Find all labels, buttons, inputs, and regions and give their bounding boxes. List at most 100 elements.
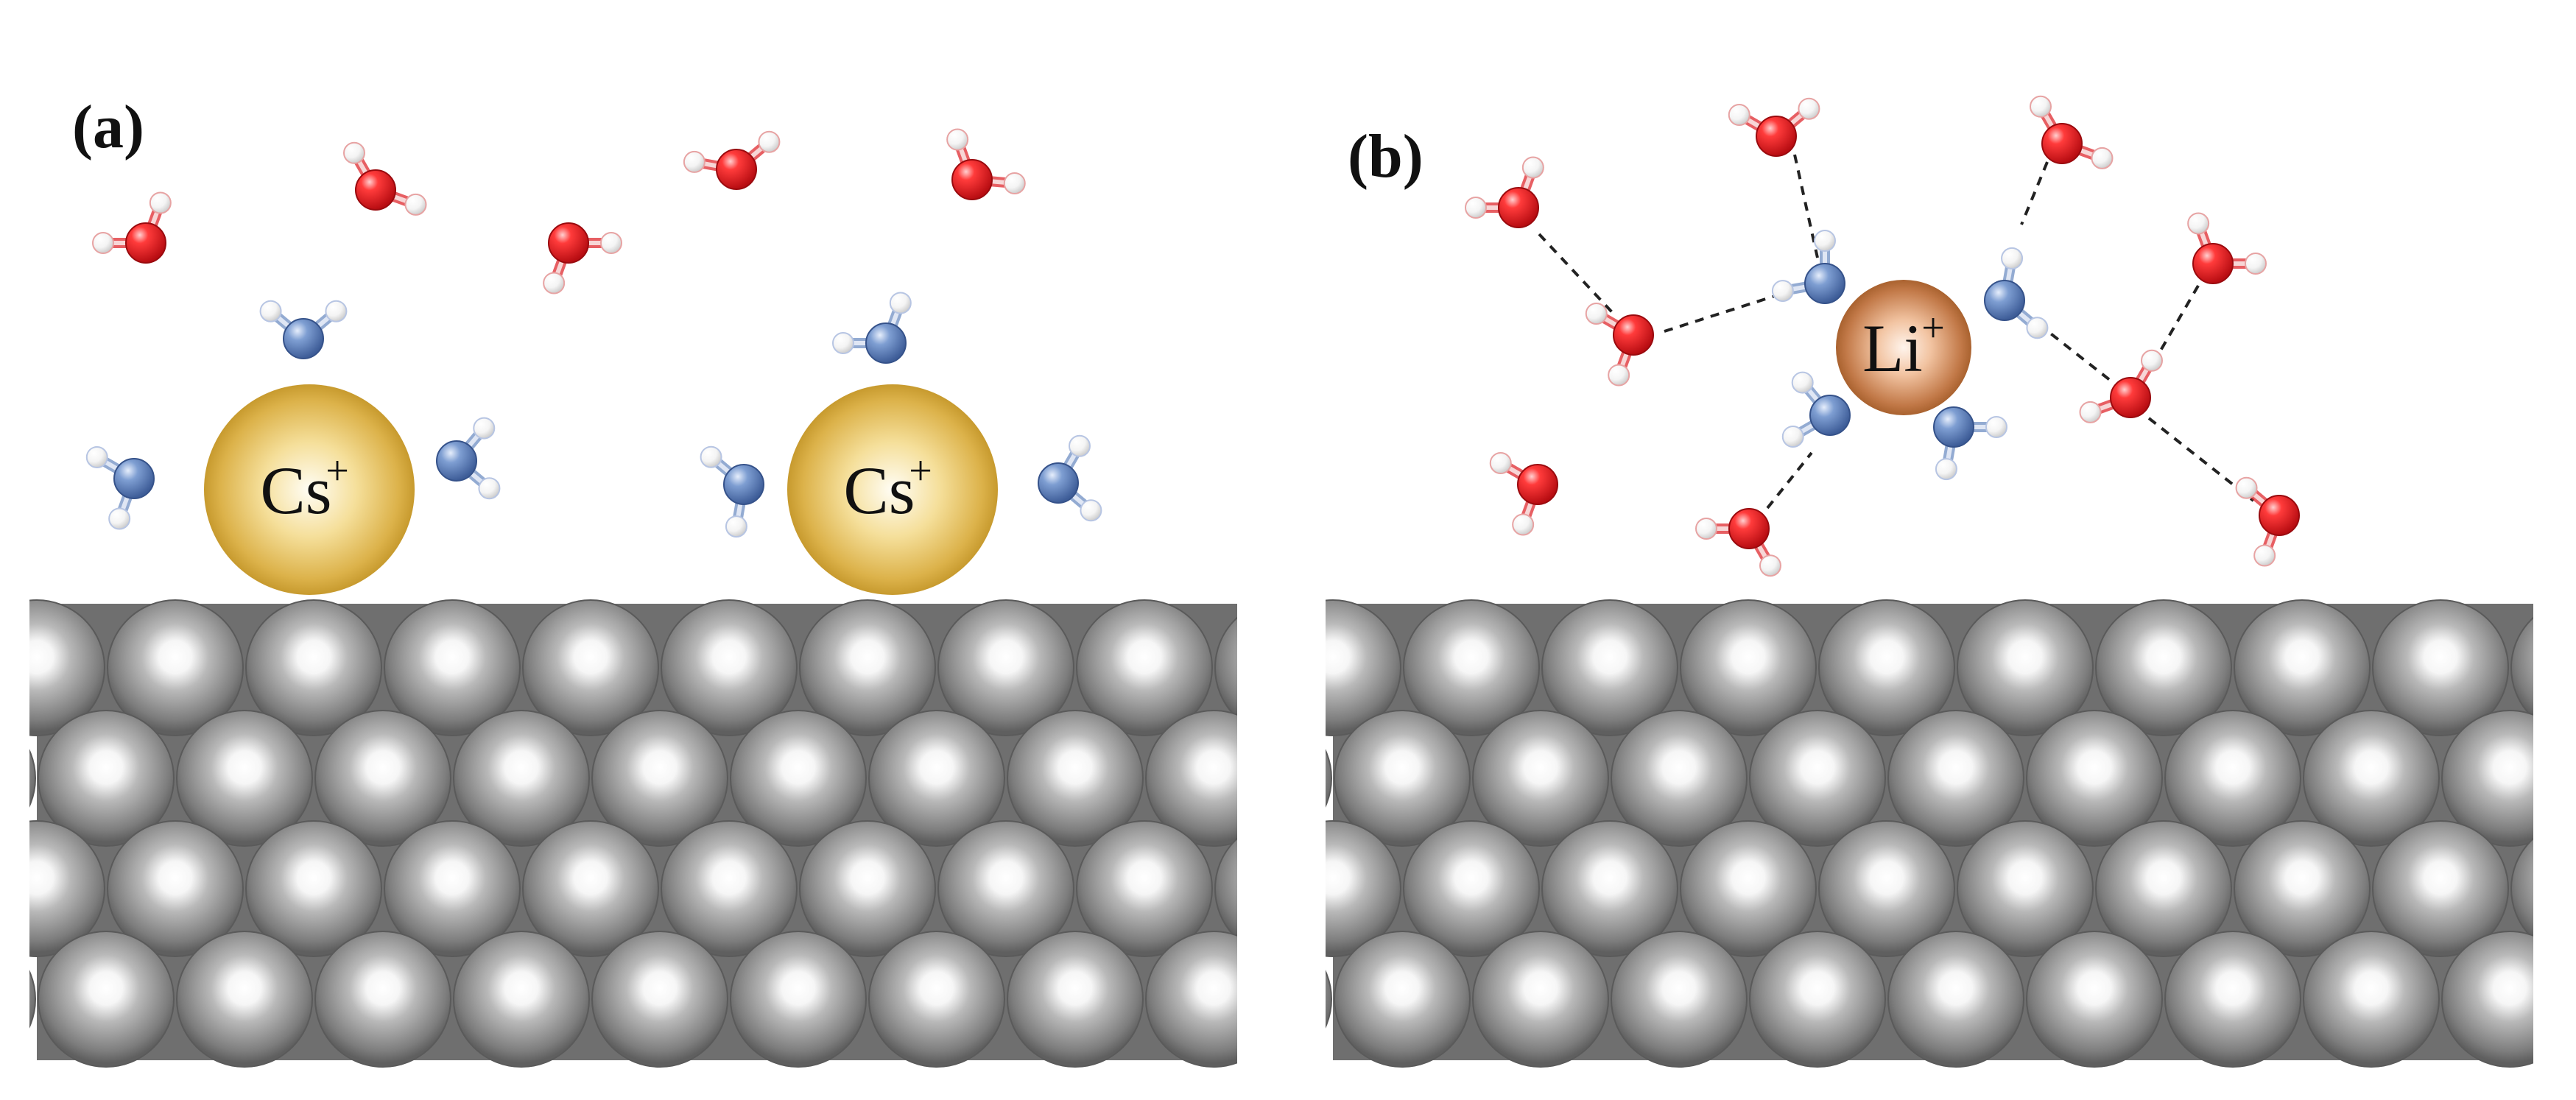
metal-atom xyxy=(1957,820,2094,957)
metal-atom xyxy=(1326,749,1332,808)
water-molecule xyxy=(1465,156,1544,228)
hydrogen-bonds xyxy=(1538,154,2255,510)
metal-atom xyxy=(522,599,659,736)
metal-atom xyxy=(1326,820,1401,957)
metal-atom xyxy=(1334,710,1471,847)
metal-atom xyxy=(1403,599,1540,736)
metal-atom xyxy=(868,931,1005,1068)
ion-charge: + xyxy=(1921,306,1945,351)
metal-atom xyxy=(937,599,1074,736)
metal-atom xyxy=(29,820,105,957)
metal-atom xyxy=(1076,820,1213,957)
metal-atom xyxy=(661,820,798,957)
cesium-ion-2: Cs + xyxy=(787,384,998,595)
metal-atom xyxy=(176,931,313,1068)
metal-atom xyxy=(1541,599,1678,736)
metal-atom xyxy=(522,820,659,957)
metal-atom xyxy=(2095,599,2232,736)
hydrogen-bond xyxy=(2020,161,2049,225)
metal-atom xyxy=(1611,710,1748,847)
metal-atom xyxy=(1214,616,1237,719)
metal-atom xyxy=(29,970,36,1029)
metal-atom xyxy=(29,749,36,808)
ion-charge: + xyxy=(909,448,932,494)
metal-atom xyxy=(799,599,936,736)
water-molecule xyxy=(1489,452,1558,536)
ammonia-molecule xyxy=(85,446,155,530)
water-molecule xyxy=(343,141,427,216)
metal-atom xyxy=(176,710,313,847)
ammonia-molecule xyxy=(436,417,501,500)
water-molecule xyxy=(1585,303,1654,387)
panel-label-b: (b) xyxy=(1348,122,1424,191)
ammonia-molecule xyxy=(1038,434,1102,522)
ion-symbol: Cs xyxy=(843,453,915,528)
metal-atom xyxy=(1007,710,1144,847)
metal-atom xyxy=(1680,599,1817,736)
water-molecule xyxy=(543,222,622,295)
metal-atom xyxy=(1326,970,1332,1029)
ion-symbol: Cs xyxy=(260,453,331,528)
hydrogen-bond xyxy=(1664,289,1792,333)
water-molecule xyxy=(2079,349,2163,423)
metal-atom xyxy=(2164,710,2301,847)
water-molecule xyxy=(1695,508,1781,577)
metal-atom xyxy=(314,931,451,1068)
metal-atom xyxy=(591,931,728,1068)
metal-atom xyxy=(2026,710,2163,847)
metal-atom xyxy=(1326,599,1401,736)
ammonia-molecule xyxy=(1933,406,2007,481)
metal-atom xyxy=(314,710,451,847)
metal-atom xyxy=(29,599,105,736)
metal-atom xyxy=(1611,931,1748,1068)
ion-symbol: Li xyxy=(1862,311,1923,386)
cesium-ion-1: Cs + xyxy=(204,384,415,595)
metal-atom xyxy=(1541,820,1678,957)
water-molecule xyxy=(1728,97,1820,157)
metal-atom xyxy=(2303,710,2440,847)
ammonia-molecule xyxy=(1984,247,2049,339)
metal-atom xyxy=(245,599,382,736)
metal-atom xyxy=(453,931,590,1068)
metal-atom xyxy=(384,820,521,957)
metal-atom xyxy=(730,710,867,847)
metal-atom xyxy=(730,931,867,1068)
hydrogen-bond xyxy=(2037,322,2115,384)
metal-atom xyxy=(2095,820,2232,957)
metal-atom xyxy=(1334,931,1471,1068)
hydrogen-bond xyxy=(2147,417,2255,502)
metal-atom xyxy=(1145,931,1237,1068)
metal-atom xyxy=(245,820,382,957)
ammonia-molecule xyxy=(700,445,764,538)
metal-surface-a xyxy=(29,599,1237,1068)
water-molecule xyxy=(2235,476,2300,567)
ion-charge: + xyxy=(325,448,349,494)
metal-atom xyxy=(2441,931,2533,1068)
metal-atom xyxy=(2026,931,2163,1068)
metal-atom xyxy=(453,710,590,847)
metal-atom xyxy=(2441,710,2533,847)
metal-atom xyxy=(2234,599,2371,736)
hydrogen-bond xyxy=(1793,154,1819,258)
water-molecule xyxy=(683,130,781,190)
ammonia-molecule xyxy=(259,300,348,359)
metal-atom xyxy=(2510,837,2533,940)
hydrogen-bond xyxy=(1538,233,1614,314)
metal-atom xyxy=(1214,837,1237,940)
metal-atom xyxy=(661,599,798,736)
metal-atom xyxy=(1145,710,1237,847)
metal-atom xyxy=(2372,599,2509,736)
ammonia-molecule xyxy=(1771,230,1845,304)
metal-atom xyxy=(2234,820,2371,957)
metal-atom xyxy=(1818,820,1955,957)
lithium-ion: Li + xyxy=(1836,280,1971,415)
metal-atom xyxy=(799,820,936,957)
metal-atom xyxy=(384,599,521,736)
metal-surface-b xyxy=(1326,599,2533,1068)
metal-atom xyxy=(1680,820,1817,957)
metal-atom xyxy=(1957,599,2094,736)
metal-atom xyxy=(591,710,728,847)
metal-atom xyxy=(1007,931,1144,1068)
metal-atom xyxy=(38,710,175,847)
